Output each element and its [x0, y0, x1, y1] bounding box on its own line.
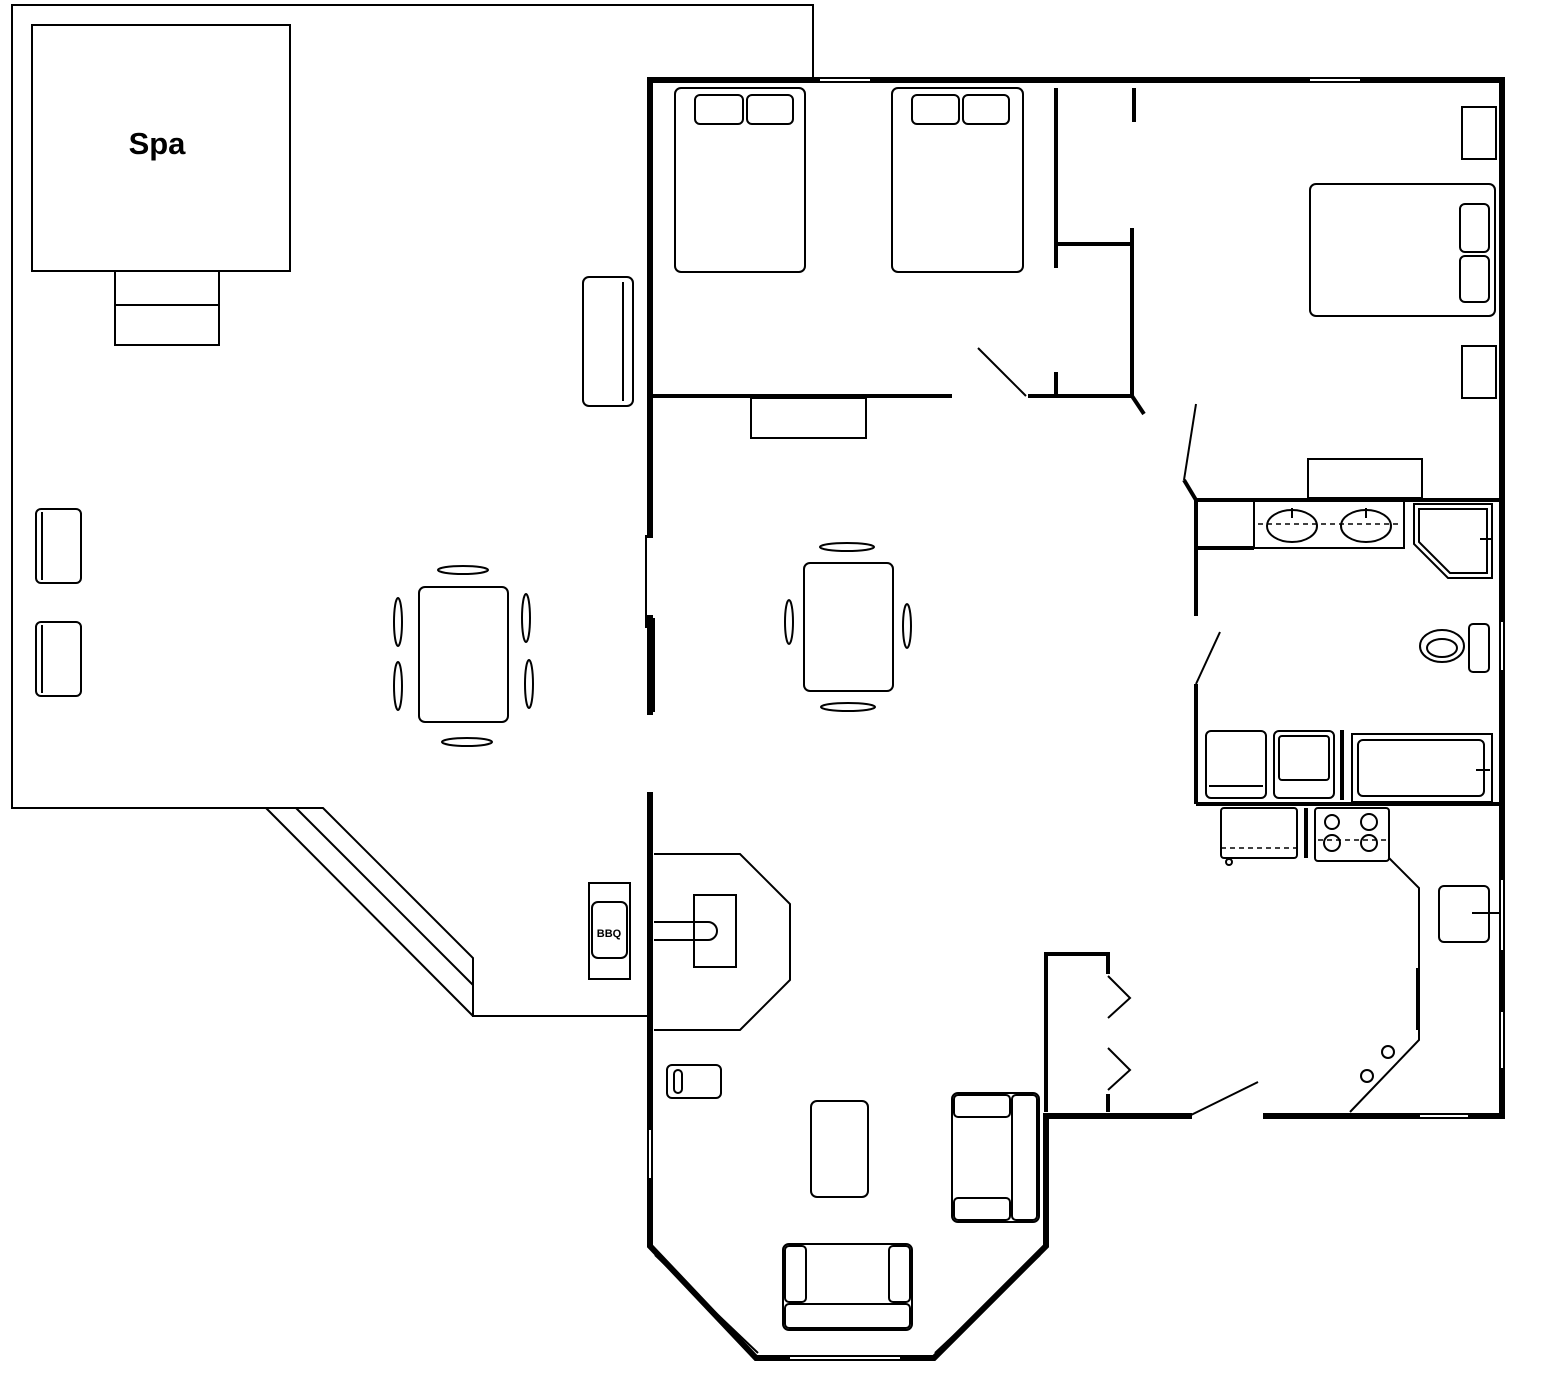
interior-walls — [650, 88, 1502, 1112]
spa-label: Spa — [129, 126, 187, 161]
bathtub — [1351, 733, 1493, 803]
bbq-label: BBQ — [597, 928, 622, 940]
master-dresser — [1307, 458, 1423, 499]
corner-shower — [1413, 503, 1493, 579]
master-bed — [1309, 183, 1496, 317]
windows — [646, 76, 1506, 1362]
fireplace — [654, 853, 791, 1031]
coffee-table — [810, 1100, 869, 1198]
stove — [1314, 807, 1390, 862]
bathroom-vanity — [1253, 499, 1405, 549]
counter-stools — [1360, 1045, 1395, 1083]
doors — [977, 347, 1259, 1117]
bbq-grill: BBQ — [588, 882, 631, 980]
dresser — [750, 397, 867, 439]
bed — [891, 87, 1024, 273]
deck-dining-table — [393, 565, 534, 747]
spa: Spa — [31, 24, 291, 272]
deck-bench — [582, 276, 634, 407]
ottoman — [666, 1064, 722, 1099]
sofa — [782, 1243, 913, 1331]
nightstand — [1461, 106, 1497, 160]
dryer — [1273, 730, 1335, 799]
deck-chair — [35, 621, 82, 697]
nightstand — [1461, 345, 1497, 399]
deck — [11, 4, 814, 1017]
deck-chair — [35, 508, 82, 584]
kitchen-counter — [1349, 857, 1420, 1113]
spa-steps — [114, 270, 220, 346]
armchair — [951, 1092, 1040, 1223]
bed — [674, 87, 806, 273]
dining-table — [784, 542, 912, 712]
toilet — [1419, 623, 1490, 673]
sliding-door — [645, 535, 655, 712]
washer — [1205, 730, 1267, 799]
refrigerator — [1220, 807, 1308, 866]
kitchen-sink — [1438, 885, 1500, 943]
